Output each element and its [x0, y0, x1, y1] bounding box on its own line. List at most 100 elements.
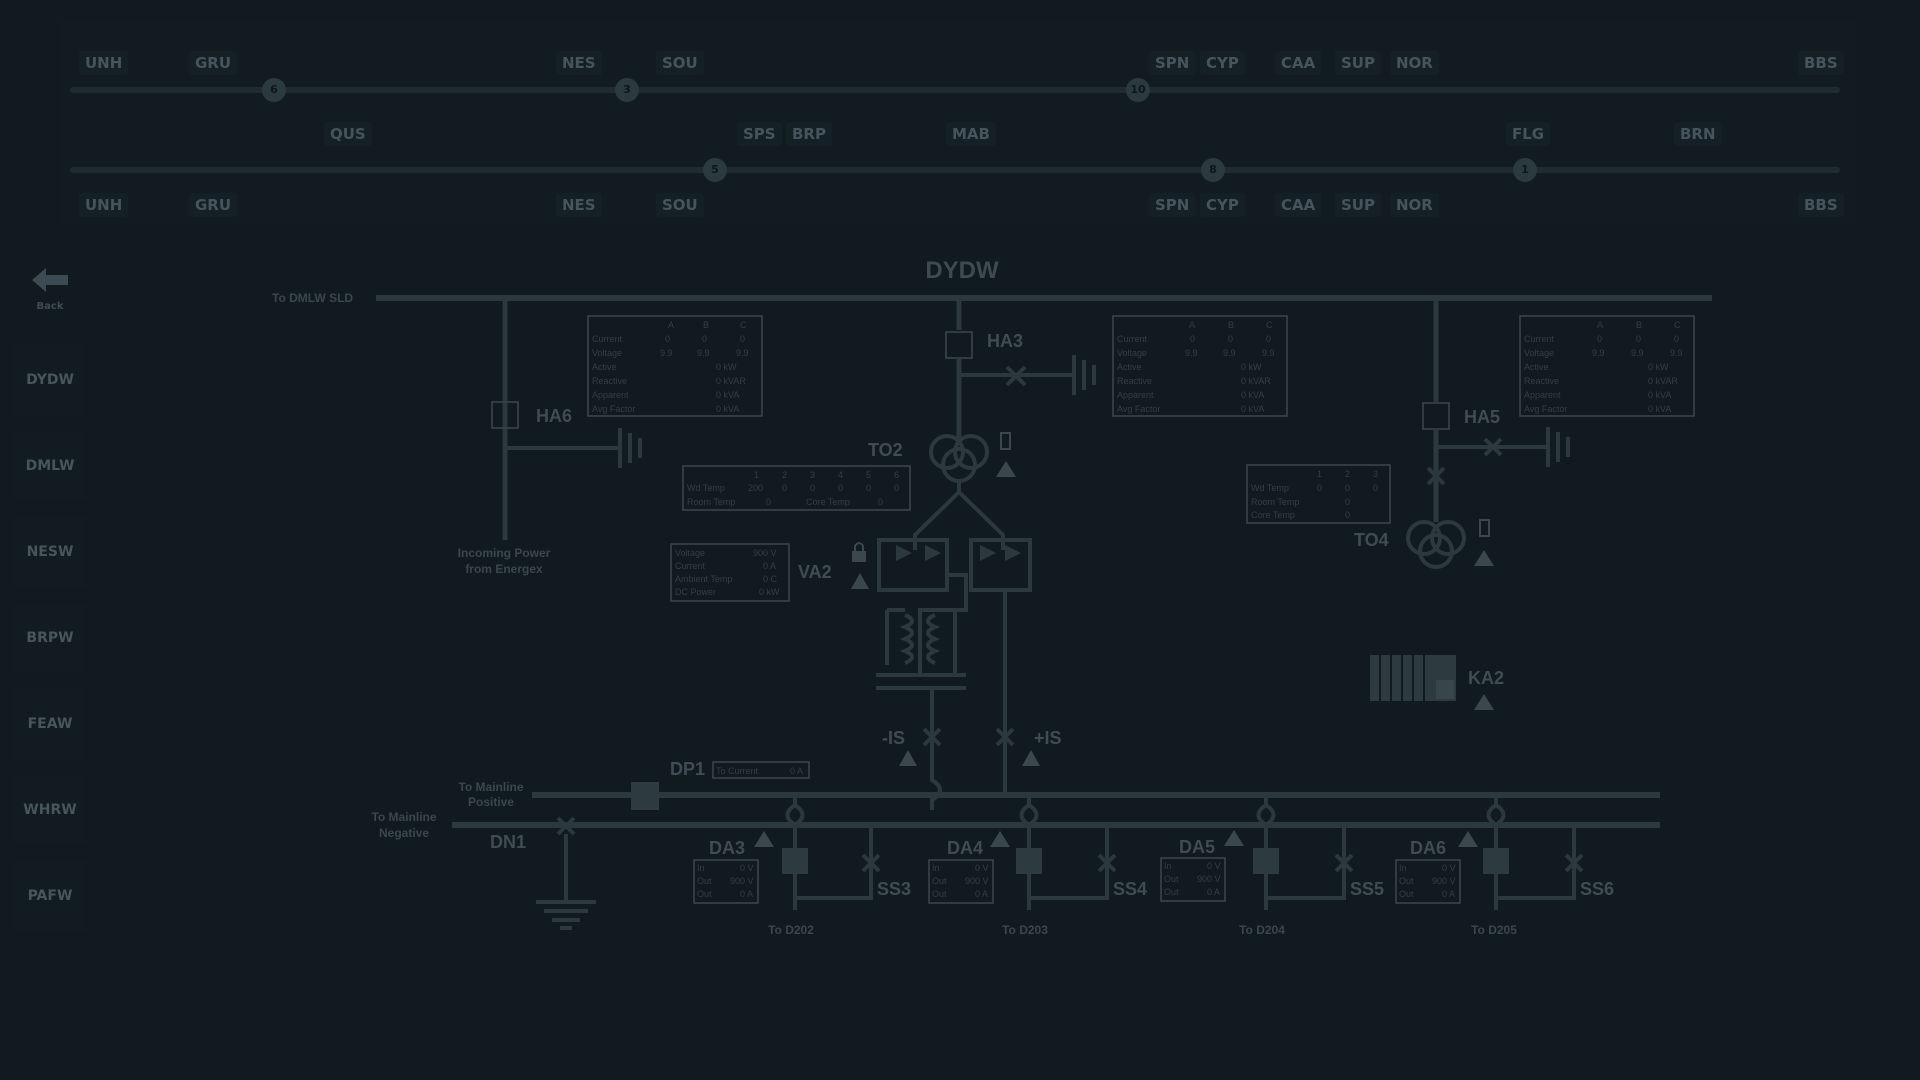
svg-text:9.9: 9.9 — [1631, 348, 1644, 358]
station-spn-top[interactable]: SPN — [1149, 51, 1196, 75]
svg-text:0 kVAR: 0 kVAR — [716, 376, 746, 386]
station-qus[interactable]: QUS — [324, 122, 372, 146]
station-sou-bottom[interactable]: SOU — [656, 193, 704, 217]
to-d204-label[interactable]: To D204 — [1239, 923, 1285, 937]
switch-open-icon[interactable] — [1334, 853, 1354, 873]
switch-open-icon[interactable] — [556, 816, 576, 836]
switch-open-icon[interactable] — [995, 727, 1015, 747]
ha5-breaker[interactable] — [1422, 402, 1450, 430]
station-nes-top[interactable]: NES — [556, 51, 602, 75]
meter-table-left: A B C Current 0 0 0 Voltage 9.9 9.9 9.9 … — [587, 315, 763, 417]
da4-info-table: In 0 V Out 900 V Out 0 A — [928, 859, 994, 904]
station-gru-top[interactable]: GRU — [189, 51, 238, 75]
da6-label: DA6 — [1410, 838, 1446, 858]
svg-text:9.9: 9.9 — [736, 348, 749, 358]
switch-open-icon[interactable] — [1097, 853, 1117, 873]
to4-transformer[interactable] — [1406, 520, 1466, 569]
ka2-switchgear[interactable] — [1370, 655, 1456, 701]
svg-text:In: In — [932, 863, 940, 873]
train-badge[interactable]: 1 — [1513, 158, 1537, 182]
train-badge[interactable]: 8 — [1201, 158, 1225, 182]
station-unh-top[interactable]: UNH — [79, 51, 129, 75]
train-badge[interactable]: 10 — [1126, 78, 1150, 102]
station-spn-bottom[interactable]: SPN — [1149, 193, 1196, 217]
station-bbs-bottom[interactable]: BBS — [1798, 193, 1844, 217]
da5-feeder[interactable] — [1253, 795, 1346, 910]
switch-open-icon[interactable] — [1483, 437, 1503, 457]
switch-open-icon[interactable] — [1005, 365, 1027, 387]
nav-item-nesw[interactable]: NESW — [14, 517, 86, 587]
nav-item-feaw[interactable]: FEAW — [14, 689, 86, 759]
station-caa-bottom[interactable]: CAA — [1275, 193, 1322, 217]
switch-open-icon[interactable] — [922, 727, 942, 747]
nav-item-brpw[interactable]: BRPW — [14, 603, 86, 673]
da3-label: DA3 — [709, 838, 745, 858]
da3-feeder[interactable] — [782, 795, 873, 910]
lower-track — [70, 167, 1840, 173]
ss5-label: SS5 — [1350, 879, 1384, 899]
station-bbs-top[interactable]: BBS — [1798, 51, 1844, 75]
svg-text:2: 2 — [1345, 469, 1350, 479]
train-badge[interactable]: 5 — [703, 158, 727, 182]
station-sps[interactable]: SPS — [737, 122, 782, 146]
switch-open-icon[interactable] — [1426, 466, 1446, 486]
svg-text:200: 200 — [748, 483, 763, 493]
station-nes-bottom[interactable]: NES — [556, 193, 602, 217]
svg-text:0 kW: 0 kW — [759, 587, 780, 597]
train-badge[interactable]: 6 — [262, 78, 286, 102]
svg-text:3: 3 — [810, 470, 815, 480]
dp1-label: DP1 — [670, 759, 705, 779]
station-nor-top[interactable]: NOR — [1390, 51, 1439, 75]
station-nor-bottom[interactable]: NOR — [1390, 193, 1439, 217]
to-d202-label[interactable]: To D202 — [768, 923, 814, 937]
nav-item-whrw[interactable]: WHRW — [14, 775, 86, 845]
nav-item-dydw[interactable]: DYDW — [14, 345, 86, 415]
to-dmlw-link[interactable]: To DMLW SLD — [272, 291, 353, 305]
svg-text:Core Temp: Core Temp — [1251, 510, 1295, 520]
switch-open-icon[interactable] — [1564, 853, 1584, 873]
ha5-label: HA5 — [1464, 407, 1500, 427]
svg-text:0: 0 — [1597, 334, 1602, 344]
svg-text:0: 0 — [766, 497, 771, 507]
nav-item-dmlw[interactable]: DMLW — [14, 431, 86, 501]
station-flg[interactable]: FLG — [1506, 122, 1551, 146]
svg-text:B: B — [1636, 320, 1642, 330]
to-d205-label[interactable]: To D205 — [1471, 923, 1517, 937]
svg-text:0 V: 0 V — [740, 863, 754, 873]
switch-open-icon[interactable] — [861, 853, 881, 873]
svg-text:Out: Out — [697, 876, 712, 886]
station-caa-top[interactable]: CAA — [1275, 51, 1322, 75]
station-cyp-top[interactable]: CYP — [1200, 51, 1245, 75]
da4-feeder[interactable] — [1016, 795, 1109, 910]
station-brp[interactable]: BRP — [786, 122, 832, 146]
station-brn[interactable]: BRN — [1674, 122, 1722, 146]
back-button[interactable]: Back — [22, 265, 78, 325]
dp1-breaker[interactable] — [631, 782, 659, 810]
station-sup-top[interactable]: SUP — [1335, 51, 1381, 75]
station-gru-bottom[interactable]: GRU — [189, 193, 238, 217]
ha3-breaker[interactable] — [945, 331, 973, 359]
nav-item-pafw[interactable]: PAFW — [14, 861, 86, 931]
svg-text:Active: Active — [1524, 362, 1549, 372]
svg-text:0: 0 — [810, 483, 815, 493]
station-mab[interactable]: MAB — [946, 122, 996, 146]
station-sup-bottom[interactable]: SUP — [1335, 193, 1381, 217]
door-icon — [1000, 432, 1011, 450]
svg-text:0: 0 — [740, 334, 745, 344]
to2-transformer[interactable] — [929, 434, 989, 483]
earth-icon — [1072, 355, 1096, 395]
svg-text:900 V: 900 V — [965, 876, 989, 886]
da6-feeder[interactable] — [1483, 795, 1576, 910]
station-sou-top[interactable]: SOU — [656, 51, 704, 75]
svg-text:0 kVA: 0 kVA — [716, 390, 739, 400]
train-badge[interactable]: 3 — [615, 78, 639, 102]
svg-text:0: 0 — [782, 483, 787, 493]
warning-icon — [1474, 550, 1494, 566]
station-cyp-bottom[interactable]: CYP — [1200, 193, 1245, 217]
ha6-breaker[interactable] — [491, 401, 519, 429]
station-unh-bottom[interactable]: UNH — [79, 193, 129, 217]
to-d203-label[interactable]: To D203 — [1002, 923, 1048, 937]
va2-rectifier[interactable] — [876, 482, 1032, 690]
svg-text:Out: Out — [1164, 874, 1179, 884]
